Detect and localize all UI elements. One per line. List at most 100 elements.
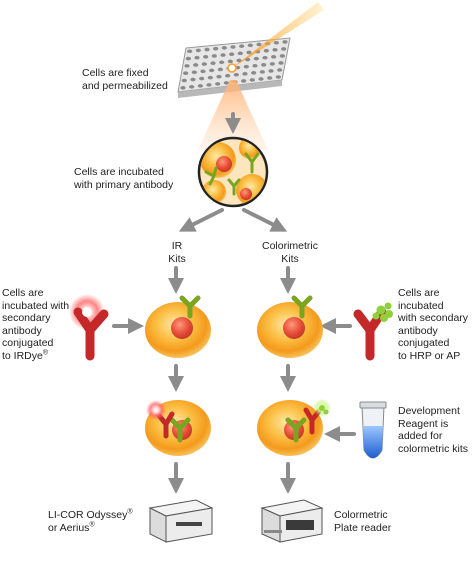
secondary-color-line-3: with secondary bbox=[398, 312, 469, 324]
plate-well bbox=[215, 82, 221, 86]
plate-well bbox=[184, 64, 190, 68]
plate-well bbox=[262, 55, 268, 60]
secondary-ir-label: Cells are incubated with secondary antib… bbox=[2, 287, 69, 362]
branch-ir-label: IR Kits bbox=[160, 240, 194, 265]
plate-well bbox=[267, 76, 273, 80]
registered-mark: ® bbox=[42, 349, 49, 356]
development-line-4: colormetric kits bbox=[398, 442, 469, 455]
plate-well bbox=[207, 75, 213, 80]
secondary-color-line-5: conjugated bbox=[398, 337, 450, 349]
colorimetric-cell-secondary bbox=[257, 399, 331, 456]
registered-mark: ® bbox=[127, 508, 133, 516]
plate-well bbox=[199, 76, 205, 81]
light-beam-icon bbox=[227, 2, 324, 73]
plate-well bbox=[216, 74, 222, 79]
plate-well bbox=[193, 63, 199, 67]
plate-well bbox=[281, 47, 287, 51]
plate-well bbox=[206, 83, 212, 87]
ir-secondary-antibody-icon bbox=[69, 294, 109, 361]
plate-well bbox=[233, 72, 239, 77]
color-reader-line-1: Colormetric bbox=[334, 509, 388, 521]
plate-well bbox=[191, 70, 197, 75]
step-primary-line-1: Cells are incubated bbox=[74, 166, 164, 178]
plate-well bbox=[223, 81, 229, 85]
plate-well bbox=[213, 46, 219, 51]
plate-well bbox=[201, 62, 207, 66]
branch-ir-line-1: IR bbox=[171, 240, 183, 252]
plate-well bbox=[277, 68, 283, 72]
plate-well bbox=[229, 52, 235, 56]
plate-well bbox=[219, 60, 225, 65]
plate-well bbox=[259, 70, 265, 74]
development-label: Development Reagent is added for colorme… bbox=[398, 405, 468, 455]
secondary-ir-line-6: to IRDye® bbox=[2, 349, 69, 363]
plate-well bbox=[242, 72, 248, 76]
plate-well bbox=[180, 86, 186, 90]
flow-arrows bbox=[112, 112, 356, 494]
plate-well bbox=[237, 51, 243, 56]
plate-well bbox=[239, 44, 245, 48]
plate-well bbox=[217, 67, 223, 72]
plate-well bbox=[253, 56, 259, 61]
plate-well bbox=[181, 78, 187, 83]
development-line-1: Development bbox=[398, 405, 460, 417]
plate-well bbox=[247, 43, 253, 48]
plate-well bbox=[243, 64, 249, 69]
step-primary-line-2: with primary antibody bbox=[74, 178, 174, 191]
arrow-to-ir bbox=[178, 208, 224, 232]
branch-colorimetric-line-2: Kits bbox=[281, 252, 299, 265]
branch-colorimetric-label: Colorimetric Kits bbox=[256, 240, 324, 265]
step-primary-label: Cells are incubated with primary antibod… bbox=[74, 166, 173, 191]
plate-well bbox=[252, 63, 258, 68]
ir-reader-line-1: LI-COR Odyssey® bbox=[48, 509, 133, 522]
plate-well bbox=[236, 58, 242, 63]
plate-well bbox=[211, 54, 217, 58]
plate-well bbox=[203, 55, 209, 59]
branch-colorimetric-line-1: Colorimetric bbox=[261, 240, 318, 252]
secondary-ir-line-2: incubated with bbox=[2, 299, 70, 312]
secondary-color-label: Cells are incubated with secondary antib… bbox=[398, 287, 468, 362]
development-line-2: Reagent is bbox=[398, 417, 449, 430]
ir-cell-secondary bbox=[145, 400, 211, 456]
plate-reader-icon bbox=[260, 499, 324, 543]
secondary-ir-line-6-text: to IRDye bbox=[2, 349, 43, 362]
plate-well bbox=[258, 77, 264, 81]
step-fix-line-2: and permeabilized bbox=[82, 79, 168, 92]
plate-well bbox=[220, 53, 226, 57]
plate-well bbox=[227, 59, 233, 64]
reagent-tube-icon bbox=[359, 401, 387, 459]
plate-well bbox=[251, 71, 257, 75]
plate-well bbox=[241, 79, 247, 83]
plate-well bbox=[273, 40, 279, 45]
step-fix-label: Cells are fixed and permeabilized bbox=[82, 67, 168, 92]
secondary-color-line-1: Cells are bbox=[398, 287, 440, 299]
plate-well bbox=[221, 46, 227, 50]
branch-ir-line-2: Kits bbox=[168, 252, 186, 265]
color-reader-label: Colormetric Plate reader bbox=[334, 509, 391, 534]
secondary-color-line-2: incubated bbox=[398, 299, 444, 312]
colorimetric-secondary-antibody-icon bbox=[353, 302, 393, 361]
plate-well bbox=[225, 73, 231, 78]
plate-well bbox=[210, 61, 216, 65]
plate-well bbox=[263, 48, 269, 53]
plate-well bbox=[197, 84, 203, 88]
ir-reader-label: LI-COR Odyssey® or Aerius® bbox=[48, 509, 133, 534]
arrow-to-colorimetric bbox=[242, 208, 288, 232]
secondary-color-line-6: to HRP or AP bbox=[398, 349, 461, 362]
plate-well bbox=[194, 55, 200, 60]
secondary-ir-line-5: conjugated bbox=[2, 337, 54, 349]
color-reader-line-2: Plate reader bbox=[334, 521, 392, 534]
plate-well bbox=[272, 48, 278, 52]
plate-well bbox=[246, 50, 252, 55]
plate-well bbox=[185, 56, 191, 61]
plate-well bbox=[195, 48, 201, 53]
colorimetric-cell-primary bbox=[257, 295, 323, 358]
secondary-color-line-4: antibody bbox=[398, 324, 438, 337]
plate-well bbox=[278, 61, 284, 65]
plate-well bbox=[282, 40, 288, 44]
plate-well bbox=[279, 54, 285, 58]
plate-well bbox=[256, 42, 262, 47]
plate-well bbox=[269, 62, 275, 66]
plate-well bbox=[189, 85, 195, 89]
odyssey-reader-icon bbox=[148, 499, 214, 543]
